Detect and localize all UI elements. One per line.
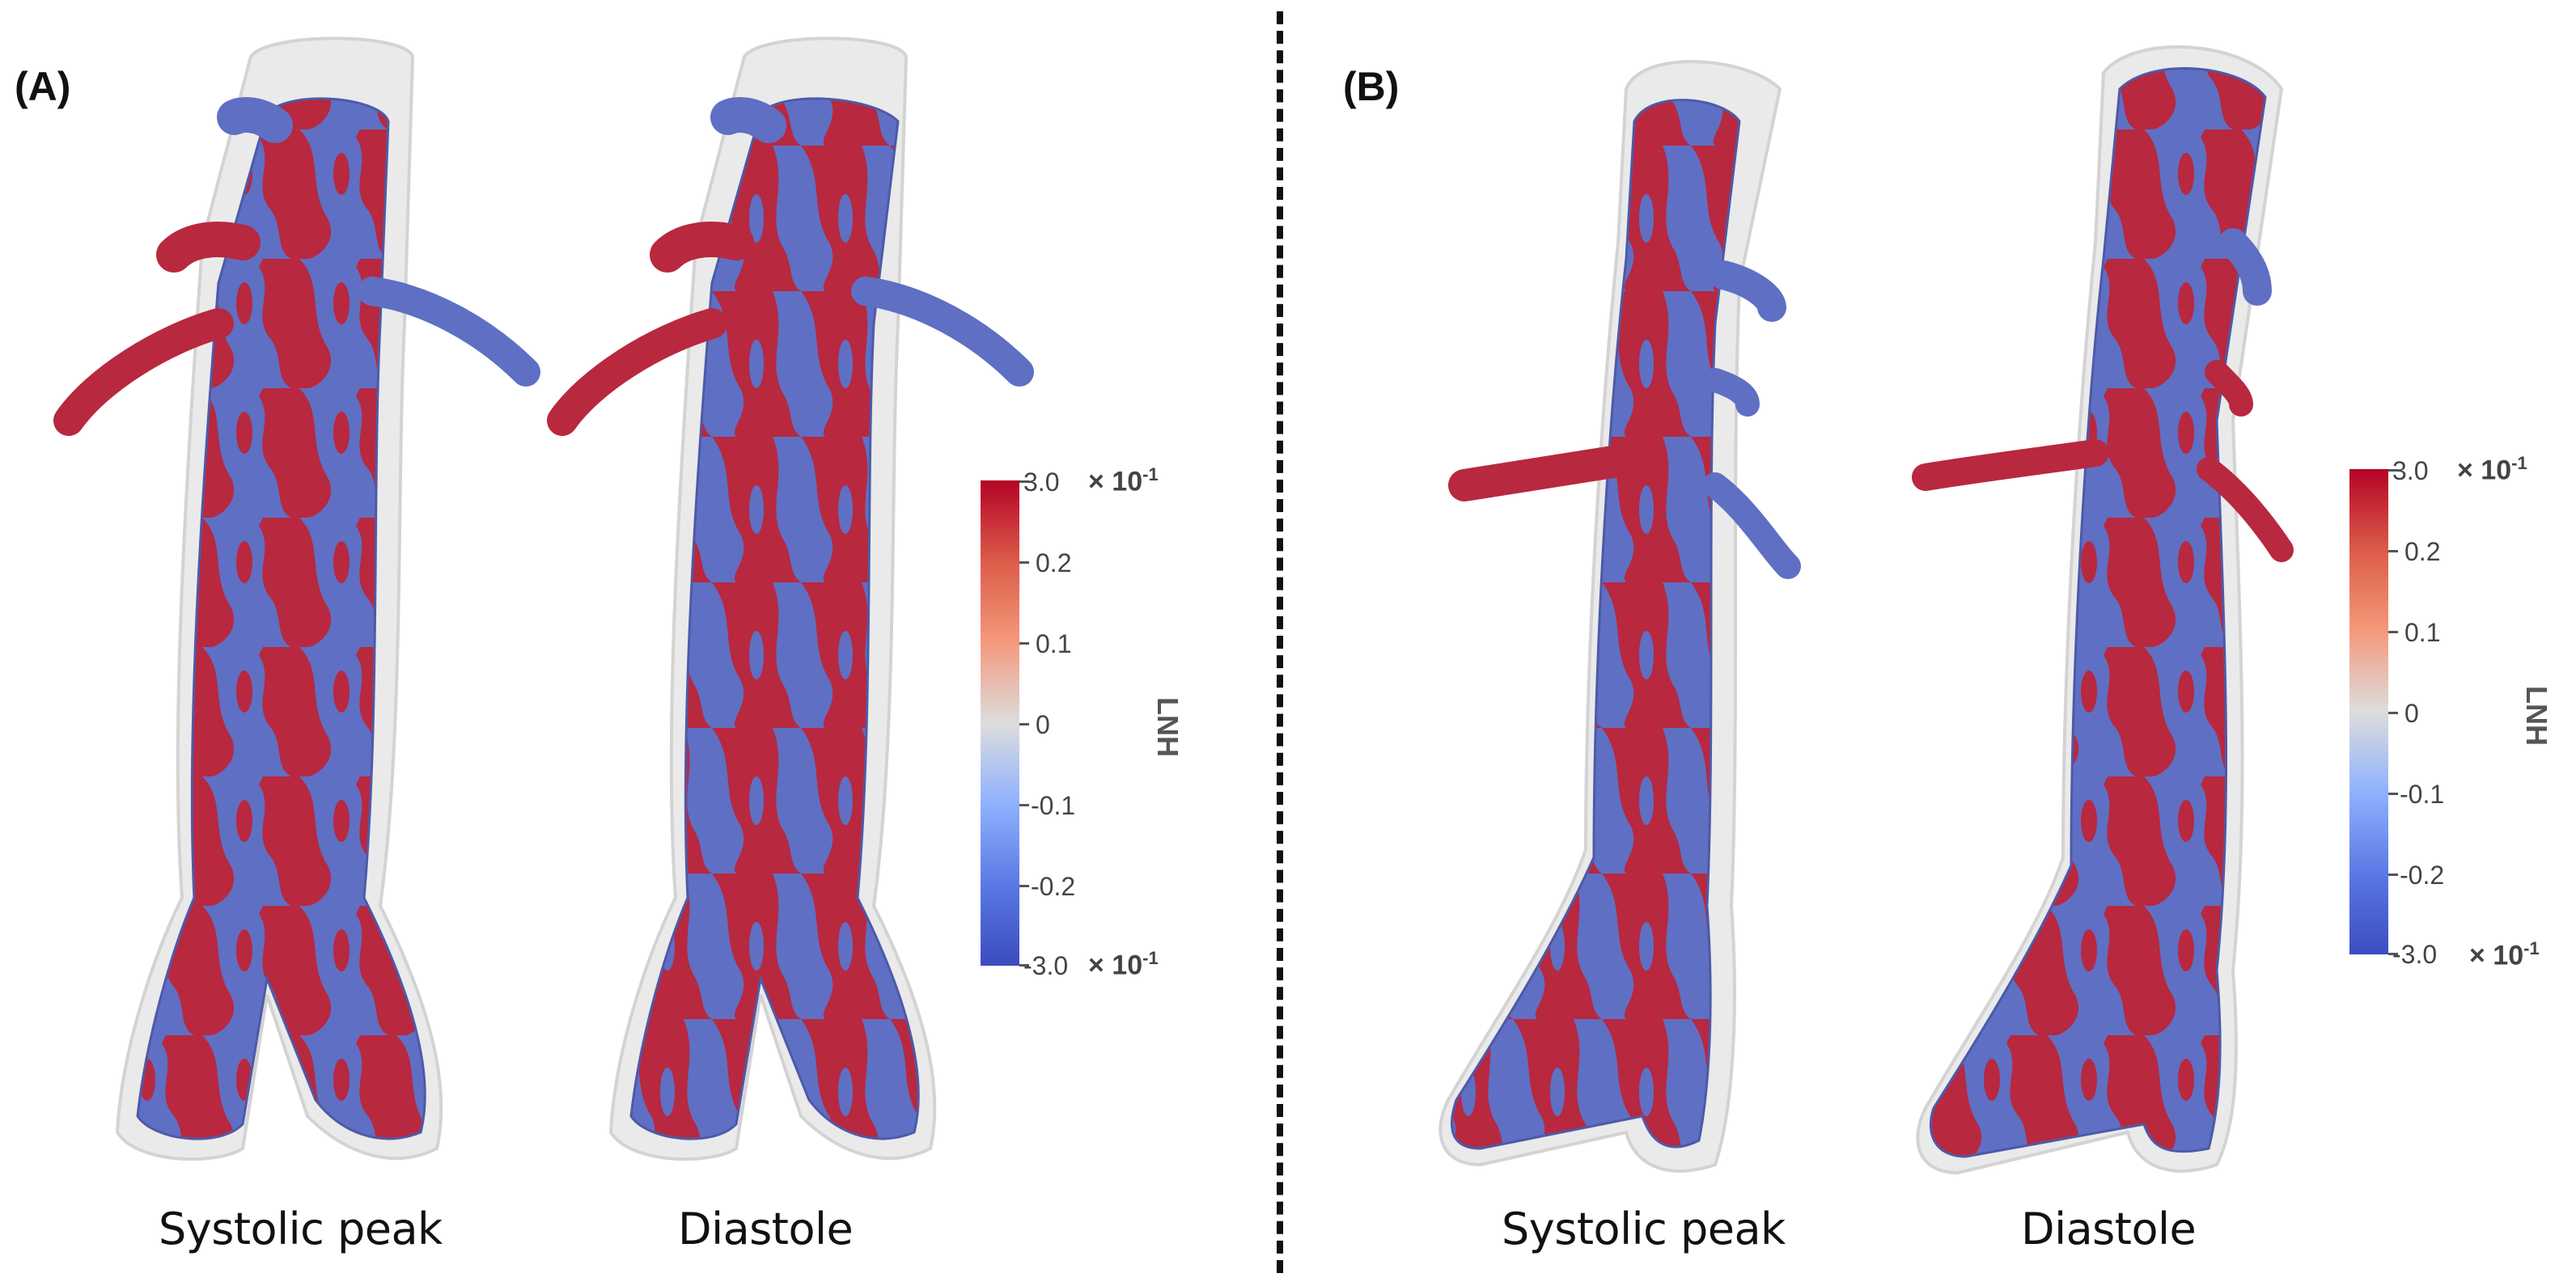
colorbar-gradient xyxy=(2349,469,2388,954)
colorbar-tick: 0 xyxy=(1036,710,1050,739)
colorbar-tick: -3.0 xyxy=(2392,940,2438,969)
colorbar-gradient xyxy=(981,480,1019,966)
colorbar-tick: 0 xyxy=(2404,699,2419,728)
caption-diastole-b: Diastole xyxy=(2021,1204,2197,1254)
aorta-model-systolic-b xyxy=(1438,60,1801,1173)
aorta-model-diastole-a xyxy=(547,36,1034,1161)
panel-label-a: (A) xyxy=(15,64,71,109)
panel-divider xyxy=(1277,11,1283,1273)
colorbar-tick: -0.2 xyxy=(1031,872,1076,901)
colorbar-tick: 0.1 xyxy=(2404,618,2441,647)
colorbar-tick: -3.0 xyxy=(1023,951,1069,980)
colorbar-tick: 0.1 xyxy=(1036,629,1072,658)
colorbar-tick: 0.2 xyxy=(2404,537,2441,566)
colorbar-tick: 0.2 xyxy=(1036,548,1072,577)
colorbar-tick: -0.1 xyxy=(2400,780,2445,809)
colorbar-tick: 3.0 xyxy=(1023,467,1060,497)
panel-label-b: (B) xyxy=(1343,64,1400,109)
colorbar-tick: -0.1 xyxy=(1031,791,1076,820)
caption-diastole-a: Diastole xyxy=(678,1204,854,1254)
colorbar-tick: 3.0 xyxy=(2392,456,2429,485)
colorbar-title: LNH xyxy=(2520,686,2553,746)
aorta-model-diastole-b xyxy=(1912,45,2294,1175)
colorbar-tick: -0.2 xyxy=(2400,861,2445,890)
colorbar-multiplier-top: × 10-1 xyxy=(2457,453,2527,486)
caption-systolic-b: Systolic peak xyxy=(1502,1204,1786,1254)
caption-systolic-a: Systolic peak xyxy=(159,1204,443,1254)
aorta-model-systolic-a xyxy=(53,36,540,1161)
colorbar-multiplier-bottom: × 10-1 xyxy=(2469,938,2540,971)
colorbar-title: LNH xyxy=(1151,697,1184,757)
colorbar-multiplier-bottom: × 10-1 xyxy=(1088,948,1159,981)
colorbar-multiplier-top: × 10-1 xyxy=(1088,464,1159,497)
